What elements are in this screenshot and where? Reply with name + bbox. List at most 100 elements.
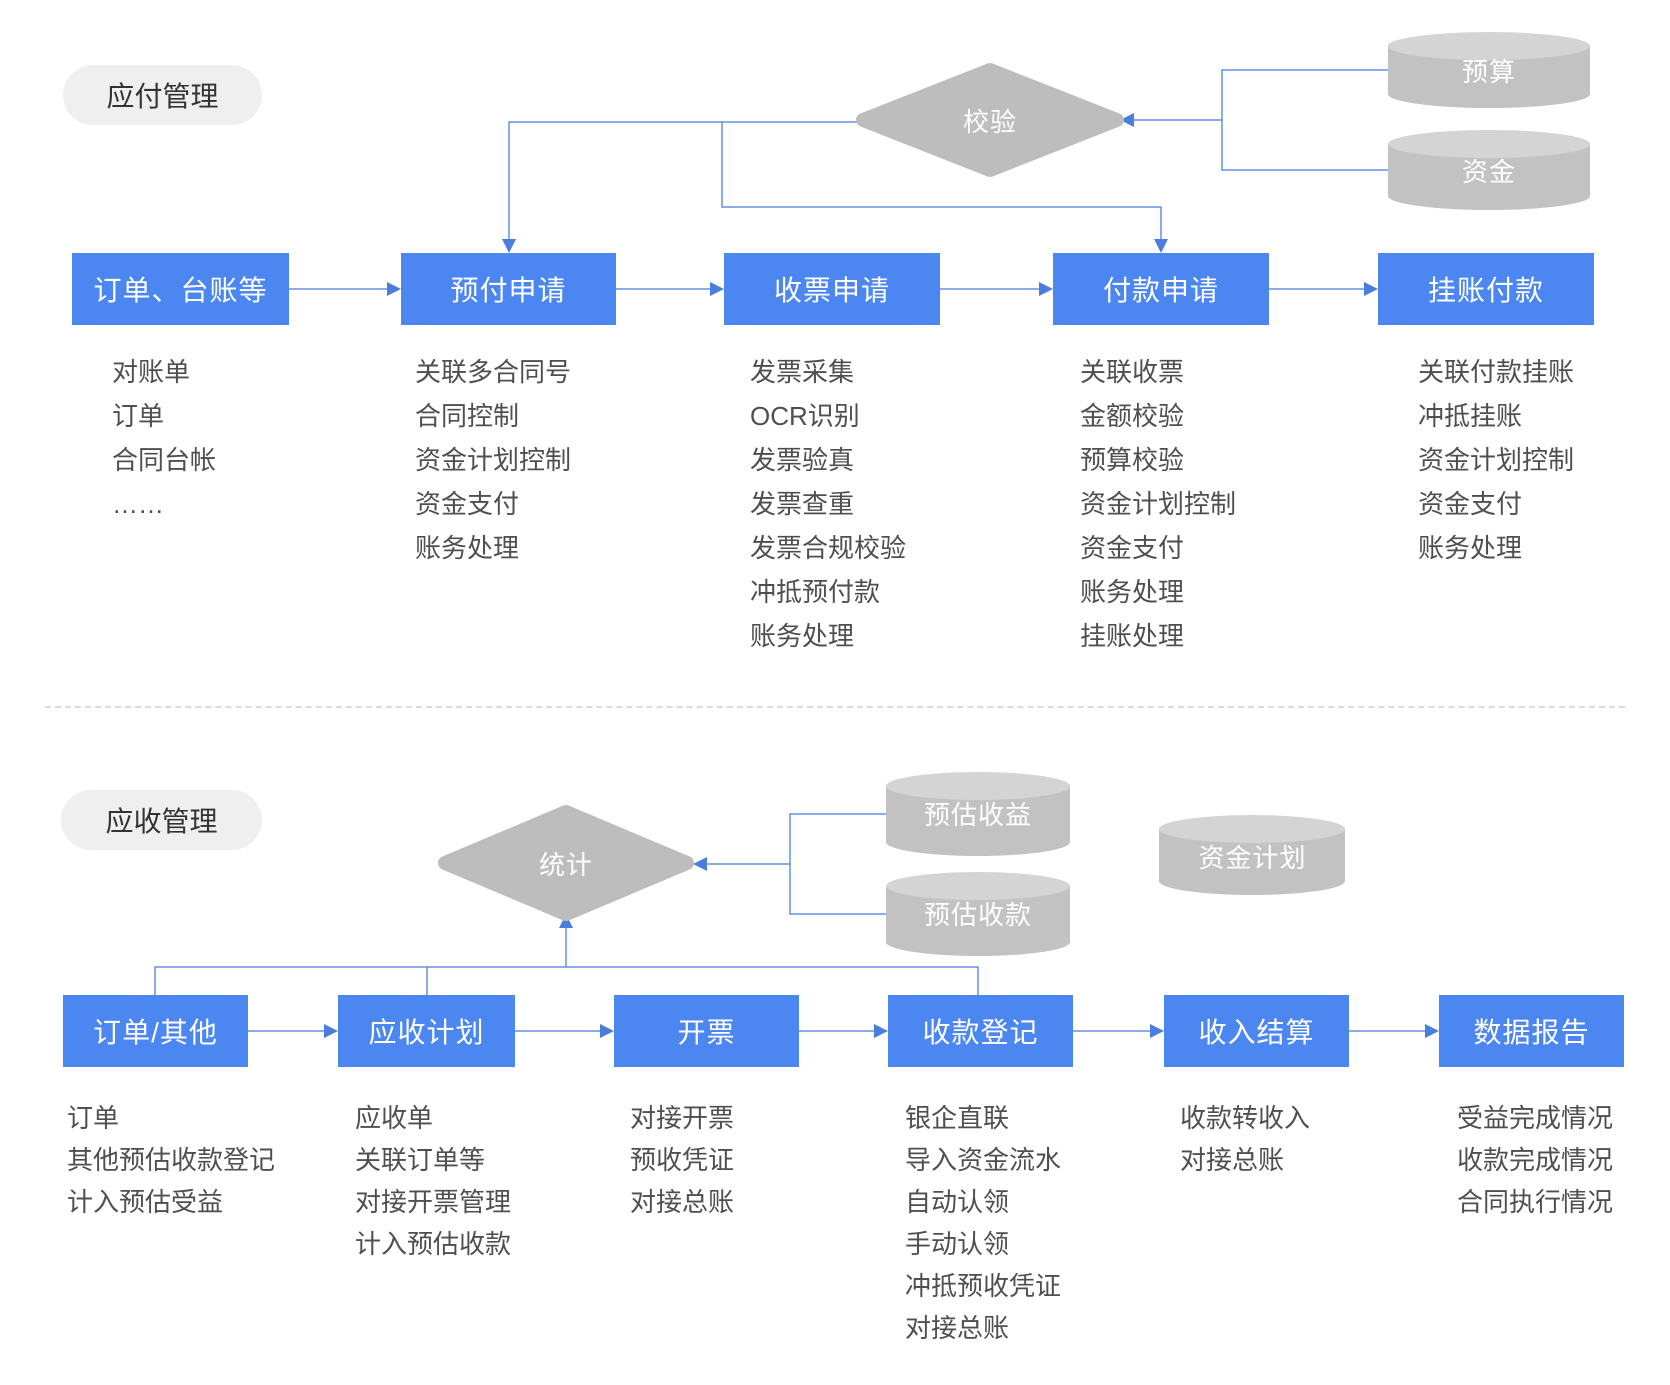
feature-item: 对接开票 [630,1103,735,1133]
node-receivable-plan: 应收计划 [338,995,515,1067]
stats-diamond-label: 统计 [538,849,593,880]
feature-item: 银企直联 [905,1103,1010,1133]
feature-item: 冲抵挂账 [1418,401,1523,431]
feature-item: 订单 [67,1103,120,1133]
check-diamond [856,63,1124,177]
feature-item: 账务处理 [415,533,520,563]
arrowhead [710,282,724,296]
feature-item: 对接开票管理 [355,1187,512,1217]
feature-item: 发票采集 [750,357,855,387]
arrowhead [693,857,707,871]
feature-item: 资金支付 [415,489,520,519]
db-budget-cylinder [1388,32,1590,108]
feature-item: 应收单 [355,1103,434,1133]
feature-item: 预算校验 [1080,445,1185,475]
feature-item: 受益完成情况 [1457,1103,1614,1133]
feature-list: 对接开票 预收凭证 对接总账 [630,1097,734,1223]
check-diamond-label: 校验 [962,106,1017,137]
arrowhead [1425,1024,1439,1038]
node-income-settlement: 收入结算 [1164,995,1349,1067]
feature-item: 对接总账 [630,1187,735,1217]
feature-item: 挂账处理 [1080,621,1185,651]
node-orders-ledgers: 订单、台账等 [72,253,289,325]
feature-item: 合同台帐 [112,445,217,475]
feature-item: 对账单 [112,357,191,387]
feature-item: 金额校验 [1080,401,1185,431]
feature-list: 应收单 关联订单等 对接开票管理 计入预估收款 [355,1097,511,1265]
connector-lines [154,69,1435,1032]
arrowhead [600,1024,614,1038]
connector-line [1221,69,1388,171]
feature-item: 发票查重 [750,489,855,519]
arrowhead [1120,113,1134,127]
feature-item: 合同执行情况 [1457,1187,1614,1217]
db-est-receipt-cylinder [886,872,1070,956]
db-funds-label: 资金 [1461,156,1516,187]
section-label-receivable: 应收管理 [61,790,262,850]
feature-item: 账务处理 [1080,577,1185,607]
feature-item: 收款完成情况 [1457,1145,1614,1175]
connector-line [508,121,866,249]
node-orders-others: 订单/其他 [63,995,248,1067]
db-budget-label: 预算 [1461,56,1516,87]
feature-list: 订单 其他预估收款登记 计入预估受益 [67,1097,275,1223]
feature-list: 关联收票 金额校验 预算校验 资金计划控制 资金支付 账务处理 挂账处理 [1080,350,1236,658]
node-prepayment-request: 预付申请 [401,253,616,325]
feature-list: 受益完成情况 收款完成情况 合同执行情况 [1457,1097,1613,1223]
node-payment-request: 付款申请 [1053,253,1269,325]
feature-list: 关联付款挂账 冲抵挂账 资金计划控制 资金支付 账务处理 [1418,350,1574,570]
feature-item: 关联多合同号 [415,357,572,387]
feature-item: 资金支付 [1418,489,1523,519]
feature-item: …… [112,489,164,519]
connector-line [789,813,886,915]
feature-item: 资金支付 [1080,533,1185,563]
stats-diamond [438,805,694,921]
feature-list: 关联多合同号 合同控制 资金计划控制 资金支付 账务处理 [415,350,571,570]
feature-item: 关联付款挂账 [1418,357,1575,387]
feature-list: 对账单 订单 合同台帐 …… [112,350,216,526]
feature-item: 计入预估受益 [67,1187,224,1217]
connector-line [721,122,1162,249]
section-label-payable: 应付管理 [63,65,262,125]
node-receipt-registration: 收款登记 [888,995,1073,1067]
feature-item: 对接总账 [905,1313,1010,1343]
feature-item: 冲抵预付款 [750,577,881,607]
connector-line [154,966,979,995]
feature-item: 预收凭证 [630,1145,735,1175]
feature-item: 发票验真 [750,445,855,475]
feature-list: 银企直联 导入资金流水 自动认领 手动认领 冲抵预收凭证 对接总账 [905,1097,1061,1349]
arrowhead [502,239,516,253]
db-est-income-label: 预估收益 [923,799,1032,830]
feature-item: 合同控制 [415,401,520,431]
arrowhead [1039,282,1053,296]
feature-list: 发票采集 OCR识别 发票验真 发票查重 发票合规校验 冲抵预付款 账务处理 [750,350,906,658]
feature-item: 冲抵预收凭证 [905,1271,1062,1301]
feature-item: 资金计划控制 [1080,489,1237,519]
arrowhead [1150,1024,1164,1038]
feature-item: 订单 [112,401,165,431]
feature-item: 账务处理 [1418,533,1523,563]
feature-item: 发票合规校验 [750,533,907,563]
db-fund-plan-cylinder [1159,815,1345,895]
feature-item: 导入资金流水 [905,1145,1062,1175]
feature-item: 资金计划控制 [1418,445,1575,475]
db-funds-cylinder [1388,130,1590,210]
feature-list: 收款转收入 对接总账 [1180,1097,1310,1181]
feature-item: 计入预估收款 [355,1229,512,1259]
db-fund-plan-label: 资金计划 [1198,842,1307,873]
feature-item: 手动认领 [905,1229,1010,1259]
node-data-report: 数据报告 [1439,995,1624,1067]
node-invoice-receipt-request: 收票申请 [724,253,940,325]
arrowhead [1364,282,1378,296]
section-divider [45,706,1625,708]
arrowhead [324,1024,338,1038]
feature-item: 关联收票 [1080,357,1185,387]
arrowhead [1154,239,1168,253]
db-est-income-cylinder [886,772,1070,856]
arrowhead [874,1024,888,1038]
feature-item: 关联订单等 [355,1145,486,1175]
feature-item: OCR识别 [750,401,860,431]
node-accrued-payment: 挂账付款 [1378,253,1594,325]
